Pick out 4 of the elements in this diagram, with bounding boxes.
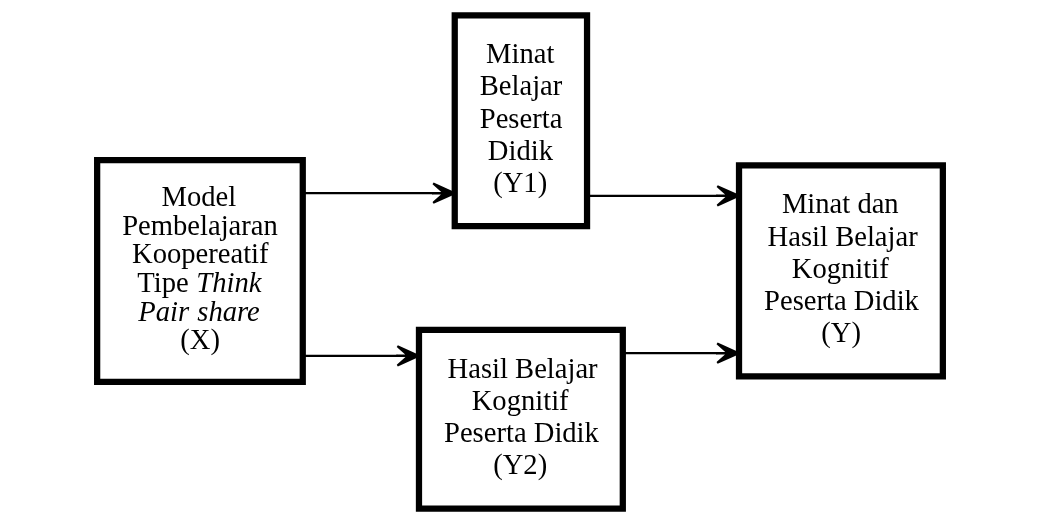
node-box: Minat dan Hasil Belajar Kognitif Peserta Didik (Y) (735, 162, 946, 380)
node-box: Model Pembelajaran Koopereatif Tipe Think Pair share (X) (94, 156, 306, 385)
node-box: Hasil Belajar Kognitif Peserta Didik (Y2) (415, 326, 626, 512)
node-box: Minat Belajar Peserta Didik (Y1) (451, 12, 591, 230)
